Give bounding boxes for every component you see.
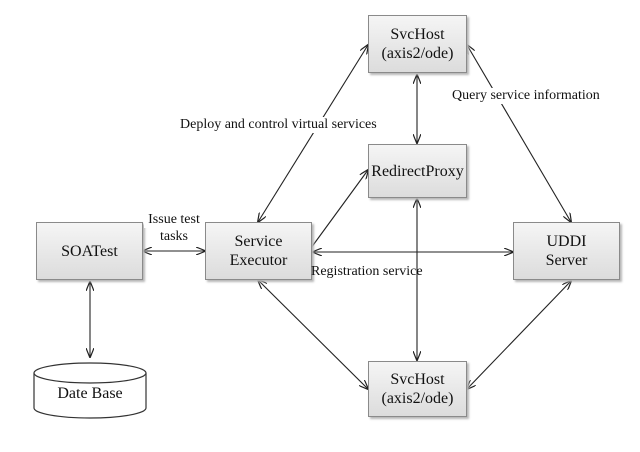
soatest-label: SOATest	[61, 242, 118, 260]
uddi-server-line2: Server	[545, 252, 588, 269]
svchost-bottom-line2: (axis2/ode)	[381, 390, 454, 407]
svchost-top-line1: SvcHost	[390, 26, 445, 43]
edge-executor-svchost-bottom	[258, 280, 368, 389]
deploy-control-label: Deploy and control virtual services	[180, 117, 377, 133]
uddi-server-node: UDDI Server	[513, 222, 620, 280]
query-service-label: Query service information	[452, 88, 600, 104]
svchost-top-node: SvcHost (axis2/ode)	[368, 15, 467, 73]
edge-executor-redirectproxy	[310, 170, 368, 249]
service-executor-line1: Service	[234, 233, 283, 250]
issue-tasks-label-line1: Issue test	[144, 212, 204, 228]
redirectproxy-node: RedirectProxy	[368, 144, 467, 198]
svchost-bottom-node: SvcHost (axis2/ode)	[368, 361, 467, 417]
uddi-server-line1: UDDI	[546, 233, 587, 250]
soatest-node: SOATest	[36, 222, 143, 280]
service-executor-line2: Executor	[229, 252, 288, 269]
redirectproxy-label: RedirectProxy	[371, 162, 464, 180]
service-executor-node: Service Executor	[205, 222, 312, 280]
database-cylinder-icon	[33, 362, 147, 419]
edge-executor-svchost-top	[258, 45, 368, 222]
svchost-top-line2: (axis2/ode)	[381, 45, 454, 62]
issue-tasks-label-line2: tasks	[160, 229, 188, 244]
edge-svchost-top-uddi	[467, 45, 571, 222]
svchost-bottom-line1: SvcHost	[390, 371, 445, 388]
registration-service-label: Registration service	[311, 264, 423, 279]
database-label: Date Base	[57, 385, 123, 402]
edge-uddi-svchost-bottom	[467, 281, 571, 389]
